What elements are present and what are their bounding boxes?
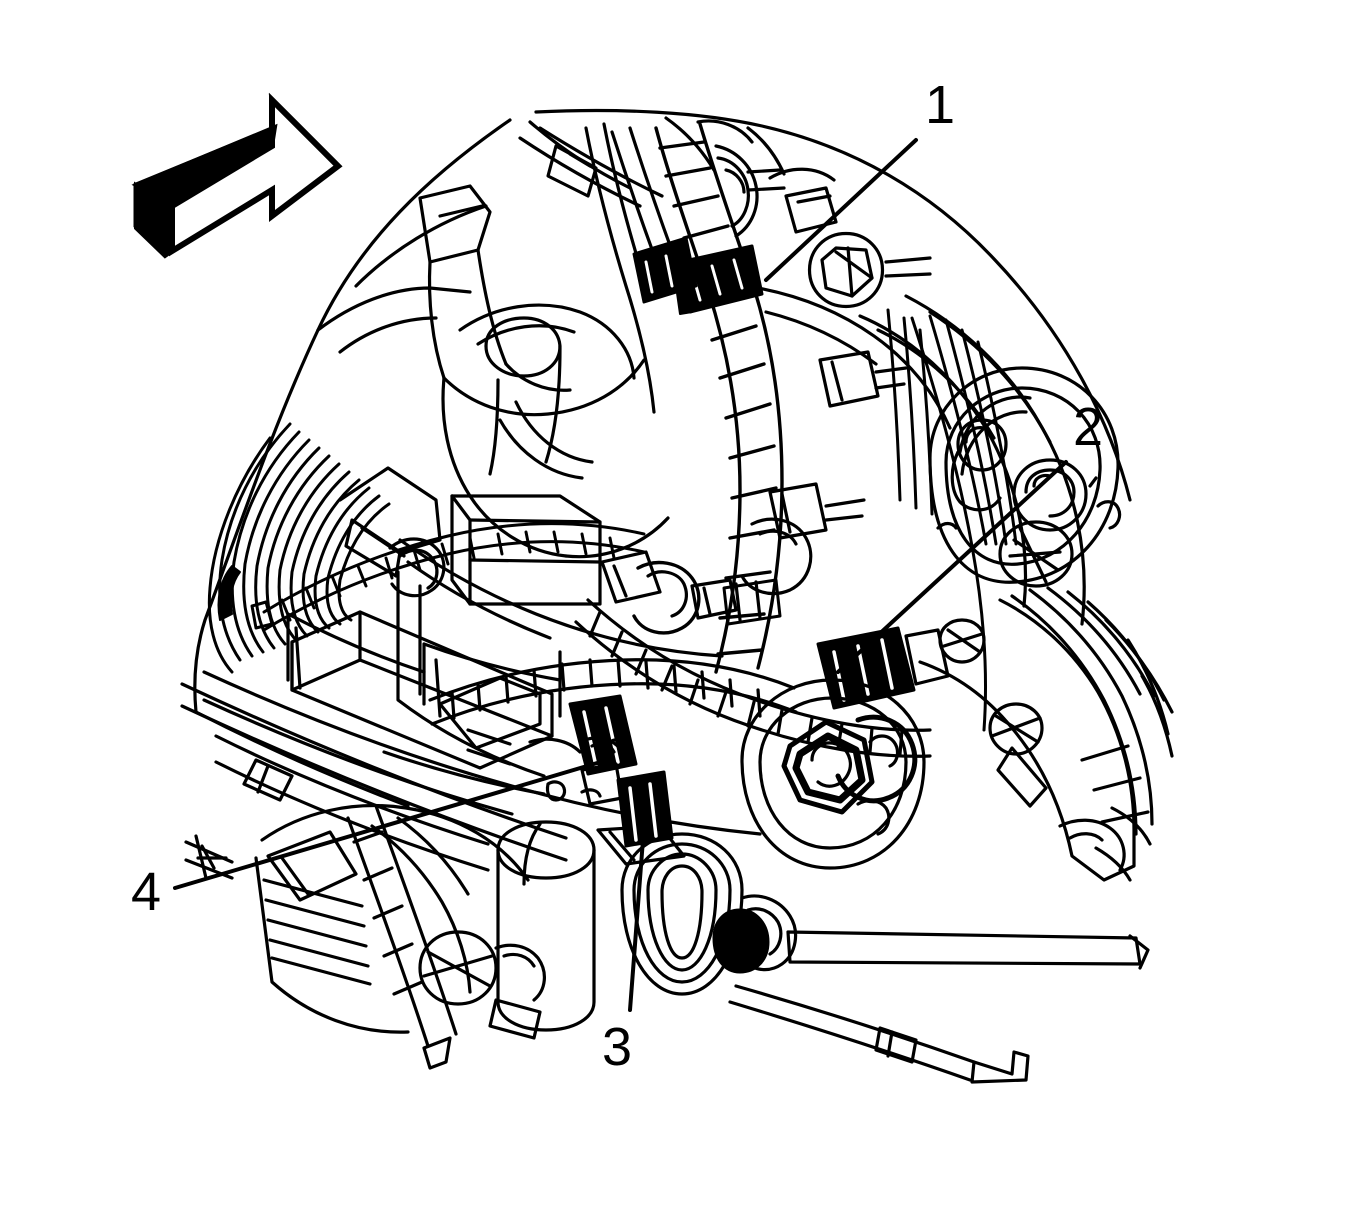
leader-line-2 — [836, 460, 1068, 674]
leader-line-4 — [173, 759, 606, 890]
callout-label-4: 4 — [131, 862, 162, 922]
callout-leader-lines — [173, 138, 1068, 1012]
leader-line-1 — [764, 138, 918, 282]
leader-line-3 — [628, 798, 648, 1012]
callout-label-3: 3 — [602, 1017, 633, 1077]
callout-label-1: 1 — [925, 75, 956, 135]
callout-label-2: 2 — [1073, 397, 1104, 457]
view-direction-arrow — [131, 92, 343, 259]
engine-assembly-linework — [180, 108, 1174, 1084]
